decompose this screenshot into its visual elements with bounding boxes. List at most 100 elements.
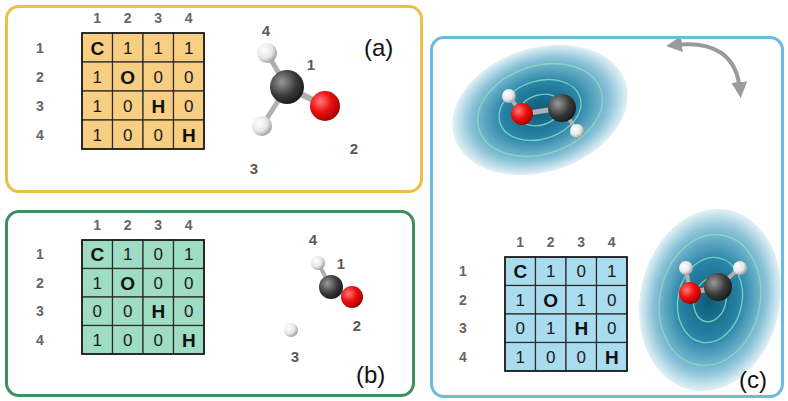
carbon-atom [270, 70, 304, 104]
atom-symbol: H [182, 330, 196, 349]
molecule [679, 261, 747, 304]
atom-symbol: H [151, 96, 165, 115]
matrix-entry: 0 [154, 331, 163, 348]
matrix-cell [113, 240, 144, 269]
matrix-entry: 0 [123, 126, 132, 143]
carbon-atom [548, 94, 576, 122]
matrix-index: 4 [36, 333, 44, 347]
matrix-entry: 0 [577, 263, 586, 280]
matrix-entry: 0 [154, 126, 163, 143]
oxygen-atom [341, 286, 363, 308]
matrix-entry: 0 [123, 97, 132, 114]
matrix-entry: 0 [123, 331, 132, 348]
matrix-cell [82, 297, 113, 326]
matrix-cell [174, 326, 205, 355]
atom-number: 1 [307, 57, 315, 72]
atom-symbol: H [605, 347, 619, 366]
matrix-cell [597, 314, 628, 343]
matrix-entry: 0 [577, 348, 586, 365]
matrix-cell [143, 62, 174, 91]
matrix-index: 2 [36, 70, 44, 84]
matrix-index: 2 [36, 276, 44, 290]
matrix-cell [113, 120, 144, 149]
matrix [82, 240, 204, 354]
matrix-index: 4 [36, 128, 44, 142]
panel-label: (c) [739, 368, 767, 392]
matrix-index: 3 [154, 11, 162, 25]
matrix-entry: 0 [93, 303, 102, 320]
matrix-cell [597, 343, 628, 372]
atom-symbol: O [120, 273, 135, 292]
matrix-cell [566, 286, 597, 315]
matrix-entry: 1 [123, 39, 132, 56]
matrix-cell [113, 326, 144, 355]
matrix-cell [143, 91, 174, 120]
matrix-cell [505, 343, 536, 372]
matrix-index: 4 [608, 235, 616, 249]
contour-line [491, 69, 589, 150]
matrix-border [82, 33, 204, 149]
matrix-cell [174, 269, 205, 298]
matrix-cell [143, 240, 174, 269]
hydrogen-atom [284, 323, 298, 337]
matrix-index: 1 [93, 218, 101, 232]
matrix-cell [82, 326, 113, 355]
matrix-entry: 1 [93, 126, 102, 143]
matrix-cell [505, 257, 536, 286]
matrix-entry: 1 [93, 331, 102, 348]
matrix-cell [566, 343, 597, 372]
atom-symbol: O [543, 290, 558, 309]
matrix-index: 3 [154, 218, 162, 232]
hydrogen-atom [570, 124, 584, 138]
matrix-entry: 1 [184, 39, 193, 56]
matrix [82, 33, 204, 149]
matrix-index: 4 [459, 350, 467, 364]
matrix-entry: 1 [93, 97, 102, 114]
matrix-entry: 1 [607, 263, 616, 280]
matrix-entry: 0 [184, 274, 193, 291]
matrix-index: 2 [124, 11, 132, 25]
matrix-entry: 0 [184, 303, 193, 320]
matrix-entry: 0 [154, 274, 163, 291]
matrix-entry: 1 [577, 291, 586, 308]
matrix-index: 1 [516, 235, 524, 249]
cloud-ellipse [435, 23, 645, 197]
matrix-cell [143, 120, 174, 149]
matrix-cell [82, 62, 113, 91]
molecule [284, 256, 363, 337]
matrix-entry: 1 [516, 348, 525, 365]
matrix-entry: 0 [154, 246, 163, 263]
matrix-entry: 0 [184, 68, 193, 85]
matrix-border [505, 257, 627, 371]
matrix-entry: 0 [607, 320, 616, 337]
matrix-cell [82, 269, 113, 298]
matrix-entry: 0 [154, 68, 163, 85]
matrix-cell [505, 314, 536, 343]
atom-number: 1 [337, 256, 345, 271]
matrix-cell [82, 240, 113, 269]
atom-number: 2 [353, 318, 361, 333]
matrix-cell [174, 297, 205, 326]
matrix-cell [113, 91, 144, 120]
hydrogen-atom [311, 256, 325, 270]
atom-number: 3 [250, 161, 258, 176]
matrix-index: 1 [93, 11, 101, 25]
matrix-cell [174, 62, 205, 91]
matrix-cell [597, 257, 628, 286]
matrix-cell [174, 120, 205, 149]
matrix-cell [143, 33, 174, 62]
atom-symbol: C [90, 245, 104, 264]
contour-line [647, 225, 772, 375]
matrix-cell [174, 33, 205, 62]
matrix-cell [566, 314, 597, 343]
atom-symbol: H [151, 302, 165, 321]
oxygen-atom [679, 282, 701, 304]
matrix-cell [505, 286, 536, 315]
hydrogen-atom [257, 43, 277, 63]
carbon-atom [319, 275, 343, 299]
electron-cloud [435, 23, 645, 197]
carbon-atom [704, 273, 732, 301]
molecule [502, 89, 584, 138]
matrix-cell [143, 269, 174, 298]
